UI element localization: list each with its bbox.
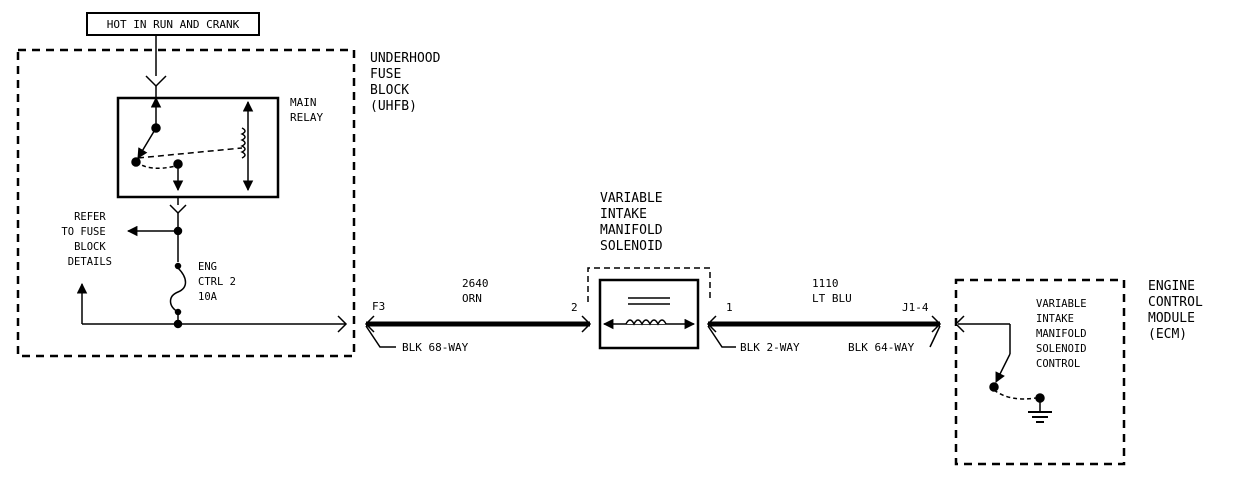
pin-j1-4-label: J1-4: [902, 301, 929, 314]
ecm-label: ENGINE CONTROL MODULE (ECM): [1148, 279, 1211, 342]
pin-2-label: 2: [571, 301, 578, 314]
connector-2-leader: [707, 325, 736, 348]
connector-68-leader: [365, 325, 396, 348]
connector-64-leader: [929, 325, 941, 348]
uhfb-label: UNDERHOOD FUSE BLOCK (UHFB): [370, 51, 448, 114]
wire-2640: [364, 315, 592, 333]
solenoid-component: [598, 278, 700, 350]
pin-f3-label: F3: [372, 300, 385, 313]
main-relay: [116, 96, 280, 199]
solenoid-label: VARIABLE INTAKE MANIFOLD SOLENOID: [600, 191, 670, 254]
solenoid-dashed-boundary: [587, 267, 711, 302]
main-relay-label: MAIN RELAY: [290, 96, 323, 124]
fuse-symbol: [169, 262, 187, 329]
relay-output-wire: [126, 197, 187, 262]
power-source-label: HOT IN RUN AND CRANK: [86, 12, 260, 36]
connector-64-way-label: BLK 64-WAY: [848, 341, 915, 354]
ecm-control-switch: [954, 315, 1052, 423]
uhfb-boundary: [16, 48, 356, 358]
power-connector-symbol: [145, 35, 167, 98]
fuse-label: ENG CTRL 2 10A: [198, 261, 242, 303]
pin-1-label: 1: [726, 301, 733, 314]
ecm-boundary: [954, 278, 1126, 466]
connector-68-way-label: BLK 68-WAY: [402, 341, 469, 354]
power-source-text: HOT IN RUN AND CRANK: [107, 18, 240, 31]
connector-2-way-label: BLK 2-WAY: [740, 341, 800, 354]
wire-1110: [706, 315, 942, 333]
wire-2640-label: 2640 ORN: [462, 277, 495, 305]
refer-fuse-block-label: REFER TO FUSE BLOCK DETAILS: [61, 211, 112, 268]
ecm-control-label: VARIABLE INTAKE MANIFOLD SOLENOID CONTRO…: [1036, 298, 1093, 370]
wire-1110-label: 1110 LT BLU: [812, 277, 852, 305]
uhfb-output-wire: [76, 282, 348, 333]
